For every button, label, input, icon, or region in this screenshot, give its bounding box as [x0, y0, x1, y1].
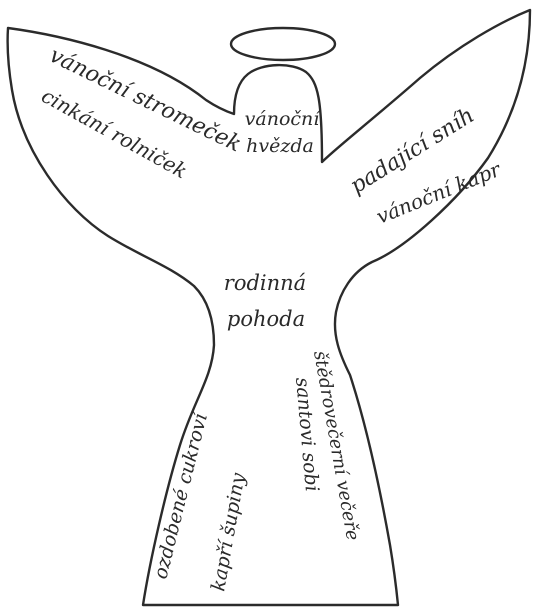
body-line2: pohoda — [227, 307, 305, 331]
skirt-left-line1: ozdobené cukroví — [150, 408, 213, 581]
halo — [231, 28, 335, 60]
body-line1: rodinná — [224, 271, 306, 295]
head-line2: hvězda — [246, 135, 314, 157]
head-line1: vánoční — [245, 108, 323, 130]
skirt-left-line2: kapří šupiny — [207, 471, 249, 593]
